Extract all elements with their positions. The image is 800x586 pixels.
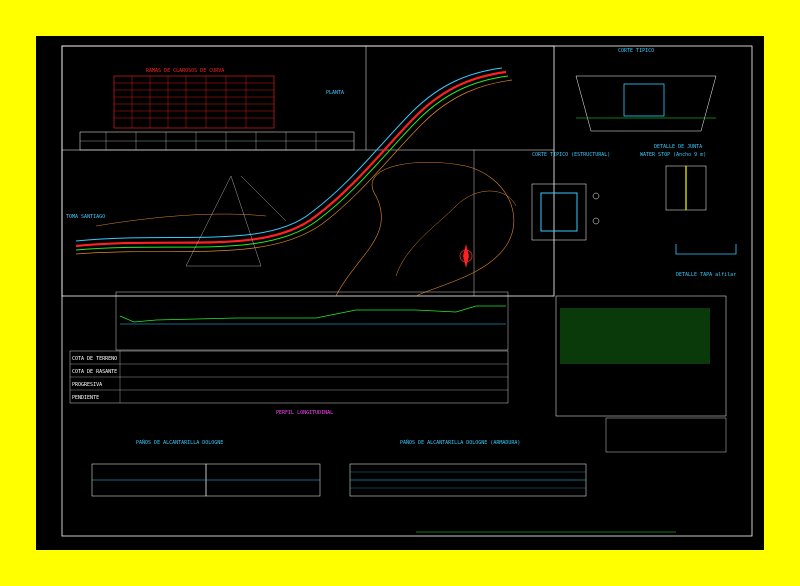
title-block [605, 417, 727, 453]
profile-row-label: PENDIENTE [72, 395, 99, 401]
struct-section-outer [531, 183, 587, 241]
terrain-contour [335, 161, 515, 297]
corte-tipico-box [623, 83, 665, 117]
tapa-detail [675, 244, 737, 255]
terrain-contour-2 [395, 190, 517, 277]
coordinate-table [79, 131, 355, 151]
notes-text-block [560, 308, 710, 364]
cad-drawing: RAMAS DE CLAROSOS DE CURVA PLANTA TOMA S… [61, 45, 753, 537]
north-arrow-icon [459, 244, 473, 268]
struct-section-inner [540, 192, 578, 232]
channel-alignment-red [75, 70, 507, 248]
outer-frame [61, 45, 753, 537]
profile-row-label: COTA DE TERRENO [72, 356, 117, 362]
longitudinal-profile [115, 291, 509, 351]
profile-row-label: PROGRESIVA [72, 382, 102, 388]
drawing-sheet: RAMAS DE CLAROSOS DE CURVA PLANTA TOMA S… [36, 36, 764, 550]
channel-alignment-cyan [75, 67, 503, 242]
corte-tipico-section [575, 75, 717, 132]
detalle-junta-title: DETALLE DE JUNTA [654, 144, 702, 150]
bottom-left-title: PAÑOS DE ALCANTARILLA DOLOGNE [136, 439, 223, 446]
channel-alignment-green [75, 75, 509, 251]
corte-tipico-struct-title: CORTE TIPICO (ESTRUCTURAL) [532, 152, 610, 158]
curve-table: RAMAS DE CLAROSOS DE CURVA [113, 68, 275, 129]
detalle-junta-sub: WATER STOP (Ancho 9 m) [640, 152, 706, 158]
notes-box [555, 295, 727, 417]
bottom-right-title: PAÑOS DE ALCANTARILLA DOLOGNE (ARMADURA) [400, 439, 520, 446]
channel-edge [75, 79, 513, 255]
leader-triangle [185, 175, 262, 267]
corte-tipico-title: CORTE TIPICO [618, 48, 654, 54]
profile-row-label: COTA DE RASANTE [72, 369, 117, 375]
planta-label: PLANTA [326, 90, 344, 96]
toma-label: TOMA SANTIAGO [66, 214, 105, 220]
terrain-contour-3 [95, 213, 267, 227]
profile-table [69, 350, 509, 404]
plan-frame [61, 45, 555, 297]
curve-table-title: RAMAS DE CLAROSOS DE CURVA [146, 68, 224, 74]
detalle-tapa-title: DETALLE TAPA alfilar [676, 272, 736, 278]
leader-line [240, 175, 287, 222]
profile-title: PERFIL LONGITUDINAL [276, 410, 333, 416]
